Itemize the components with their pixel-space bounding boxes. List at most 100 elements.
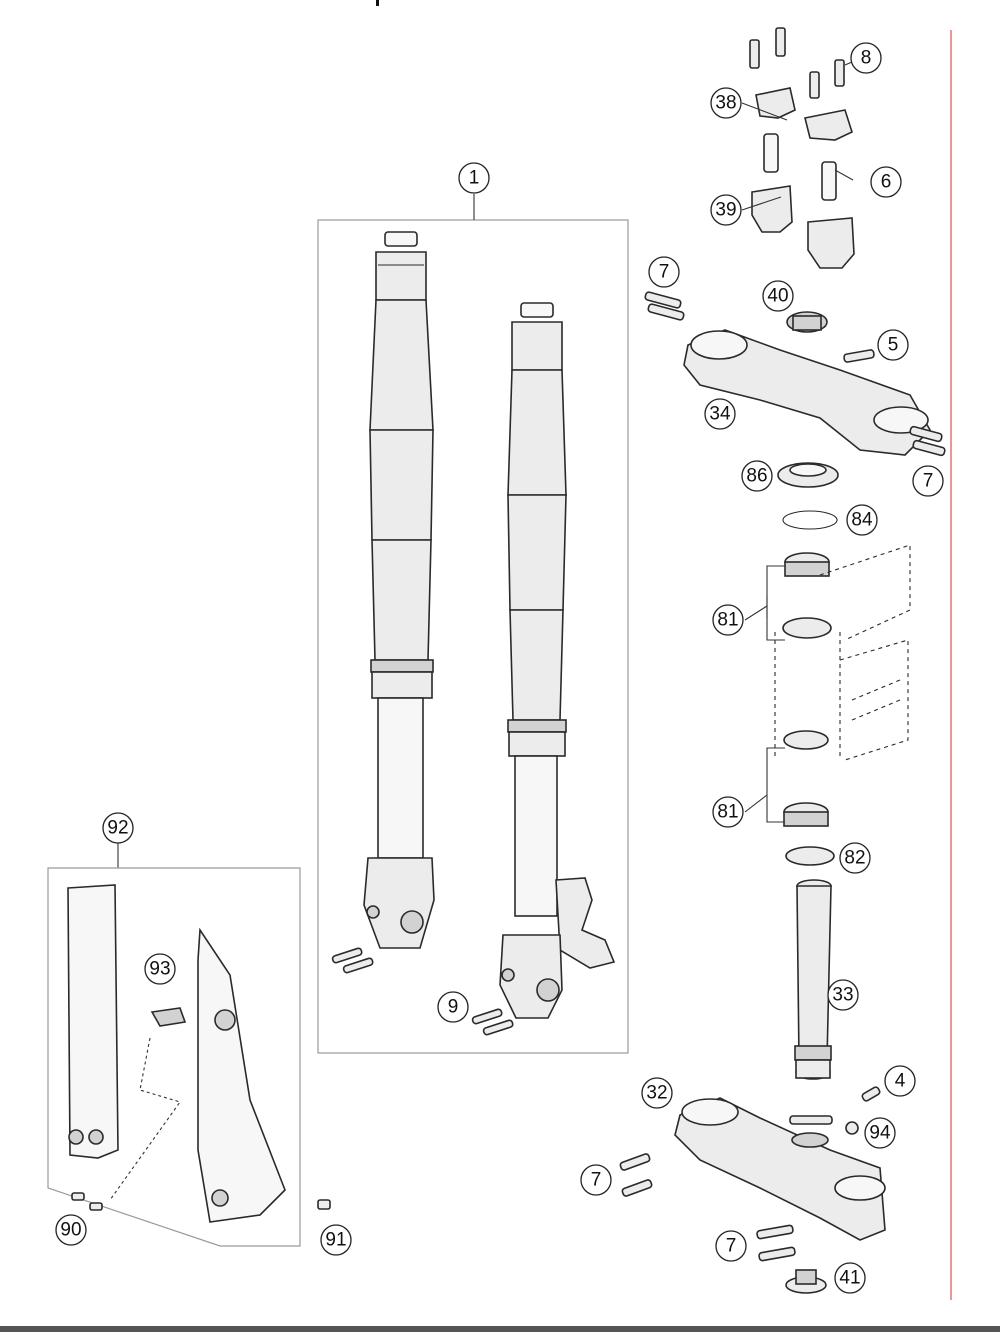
callout-part-86: 86 (741, 460, 773, 492)
bolt-5 (843, 349, 875, 363)
callout-part-39: 39 (710, 194, 742, 226)
callout-part-8: 8 (850, 42, 882, 74)
callout-part-41: 41 (834, 1262, 866, 1294)
callout-part-40: 40 (762, 280, 794, 312)
clamp-upper-right (804, 109, 853, 141)
clamp-upper-left (755, 87, 796, 119)
bolt-7b (647, 303, 685, 321)
bolt-long (789, 1115, 833, 1125)
spacer-6b (821, 161, 837, 201)
svg-text:92: 92 (107, 818, 128, 839)
svg-text:1: 1 (469, 168, 480, 189)
callout-part-7-upper-right: 7 (912, 465, 944, 497)
bolt-7a (644, 291, 682, 309)
callout-part-33: 33 (827, 979, 859, 1011)
nut-94 (845, 1121, 859, 1135)
screw-90a (71, 1192, 85, 1201)
bearing-cup-81-upper (782, 617, 832, 639)
svg-text:9: 9 (448, 997, 459, 1018)
svg-text:7: 7 (591, 1170, 602, 1191)
bottom-edge-bar (0, 1326, 1000, 1332)
svg-text:33: 33 (832, 985, 853, 1006)
svg-text:8: 8 (861, 48, 872, 69)
bolt-7d (912, 439, 946, 457)
callout-part-7-upper-left: 7 (648, 256, 680, 288)
callout-part-4: 4 (884, 1065, 916, 1097)
svg-text:7: 7 (659, 262, 670, 283)
svg-text:32: 32 (646, 1083, 667, 1104)
clamp-screws-right (471, 1008, 514, 1036)
callout-part-7-lower-right: 7 (715, 1230, 747, 1262)
clamp-lower-left (751, 185, 793, 233)
screw-90b (89, 1202, 103, 1211)
callout-part-9: 9 (437, 991, 469, 1023)
svg-text:84: 84 (851, 510, 873, 531)
screw-8b (775, 27, 786, 57)
svg-text:41: 41 (839, 1268, 860, 1289)
svg-text:39: 39 (715, 200, 736, 221)
callout-part-1: 1 (458, 162, 490, 194)
steering-stem (794, 879, 832, 1080)
top-edge-mark (376, 0, 379, 6)
frame-head-tube (774, 544, 911, 761)
svg-text:7: 7 (726, 1236, 737, 1257)
svg-text:81: 81 (717, 802, 738, 823)
callout-part-81-lower: 81 (712, 796, 744, 828)
fork-guard-frame (47, 867, 301, 1247)
clip-93 (150, 1007, 187, 1027)
bolt-7e (619, 1153, 651, 1171)
svg-text:40: 40 (767, 286, 788, 307)
fork-leg-right (499, 302, 616, 1019)
seal-82 (785, 846, 835, 866)
steering-bearings (777, 462, 839, 866)
callout-part-7-lower-left: 7 (580, 1164, 612, 1196)
callout-part-34: 34 (704, 398, 736, 430)
callout-part-92: 92 (102, 812, 134, 844)
callout-part-84: 84 (846, 504, 878, 536)
screw-91 (317, 1199, 331, 1210)
svg-text:86: 86 (746, 466, 767, 487)
svg-text:7: 7 (923, 471, 934, 492)
callout-part-32: 32 (641, 1077, 673, 1109)
screw-8d (834, 59, 845, 87)
screw-8c (809, 71, 820, 99)
clamp-lower-right (807, 217, 855, 269)
svg-text:94: 94 (869, 1123, 891, 1144)
upper-triple-clamp (644, 291, 946, 457)
fork-guard-left (67, 884, 119, 1159)
svg-text:38: 38 (715, 93, 736, 114)
callout-part-81-upper: 81 (712, 604, 744, 636)
triple-clamp-lower-body (674, 1097, 886, 1241)
fork-guard-kit (47, 842, 331, 1247)
bolt-7h (758, 1246, 796, 1262)
svg-text:90: 90 (60, 1220, 81, 1241)
callout-part-38: 38 (710, 87, 742, 119)
callout-part-94: 94 (864, 1117, 896, 1149)
svg-text:6: 6 (881, 172, 892, 193)
seal-84 (782, 510, 838, 530)
svg-text:5: 5 (888, 335, 899, 356)
svg-text:34: 34 (709, 404, 731, 425)
bolt-7c (909, 425, 943, 443)
svg-text:91: 91 (325, 1230, 346, 1251)
screw-4 (861, 1086, 881, 1102)
callout-part-5: 5 (877, 329, 909, 361)
bolt-7f (621, 1179, 653, 1197)
fork-leg-left (363, 231, 435, 949)
handlebar-clamps (749, 27, 855, 269)
callout-part-6: 6 (870, 166, 902, 198)
lower-triple-clamp (619, 1086, 886, 1294)
callout-part-93: 93 (144, 953, 176, 985)
triple-clamp-upper-body (683, 329, 931, 456)
leader-lines (741, 61, 854, 823)
svg-text:93: 93 (149, 959, 170, 980)
fork-guard-right (197, 927, 286, 1223)
callout-part-91: 91 (320, 1224, 352, 1256)
screw-8a (749, 39, 760, 69)
svg-text:4: 4 (895, 1071, 906, 1092)
svg-text:82: 82 (844, 848, 865, 869)
fork-assembly-frame (317, 219, 629, 1054)
bearing-cup-81-lower (783, 730, 829, 750)
